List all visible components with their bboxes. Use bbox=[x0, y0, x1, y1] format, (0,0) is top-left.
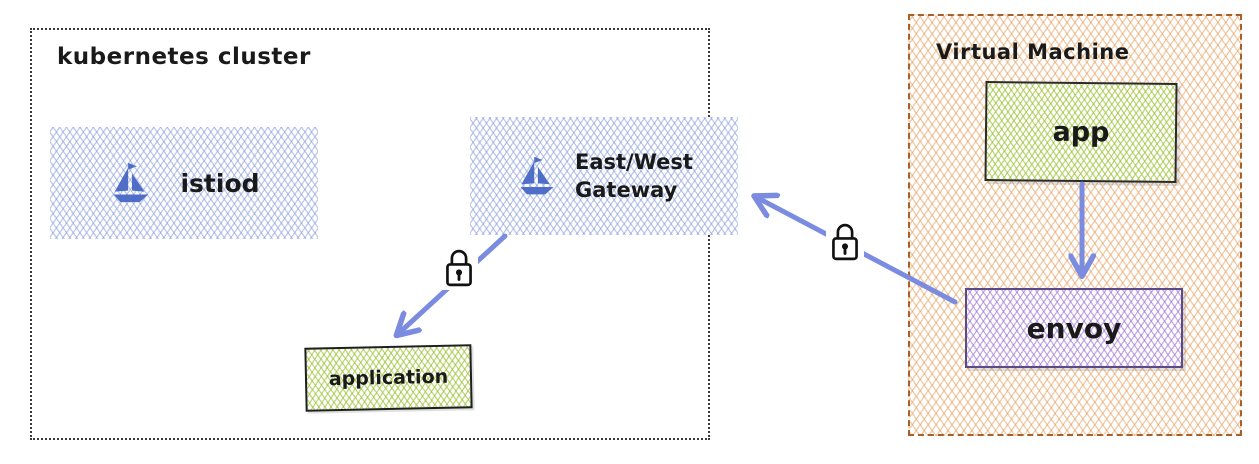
app-label: app bbox=[1052, 116, 1110, 148]
application-label: application bbox=[328, 365, 449, 391]
virtual-machine-group: Virtual Machine app envoy bbox=[908, 14, 1242, 436]
sailboat-icon bbox=[515, 154, 559, 198]
lock-icon bbox=[826, 220, 864, 264]
istiod-node: istiod bbox=[50, 127, 318, 239]
east-west-gateway-label: East/West Gateway bbox=[575, 149, 693, 202]
sailboat-icon bbox=[108, 160, 154, 206]
kubernetes-cluster-label: kubernetes cluster bbox=[57, 44, 311, 70]
envoy-node: envoy bbox=[965, 288, 1183, 368]
kubernetes-cluster-group: kubernetes cluster istiod bbox=[30, 28, 738, 440]
istiod-label: istiod bbox=[180, 168, 260, 198]
envoy-label: envoy bbox=[1026, 311, 1122, 345]
east-west-gateway-node: East/West Gateway bbox=[470, 117, 738, 235]
virtual-machine-label: Virtual Machine bbox=[936, 40, 1130, 64]
application-node: application bbox=[304, 344, 473, 412]
lock-icon bbox=[440, 246, 478, 290]
app-node: app bbox=[984, 80, 1178, 184]
